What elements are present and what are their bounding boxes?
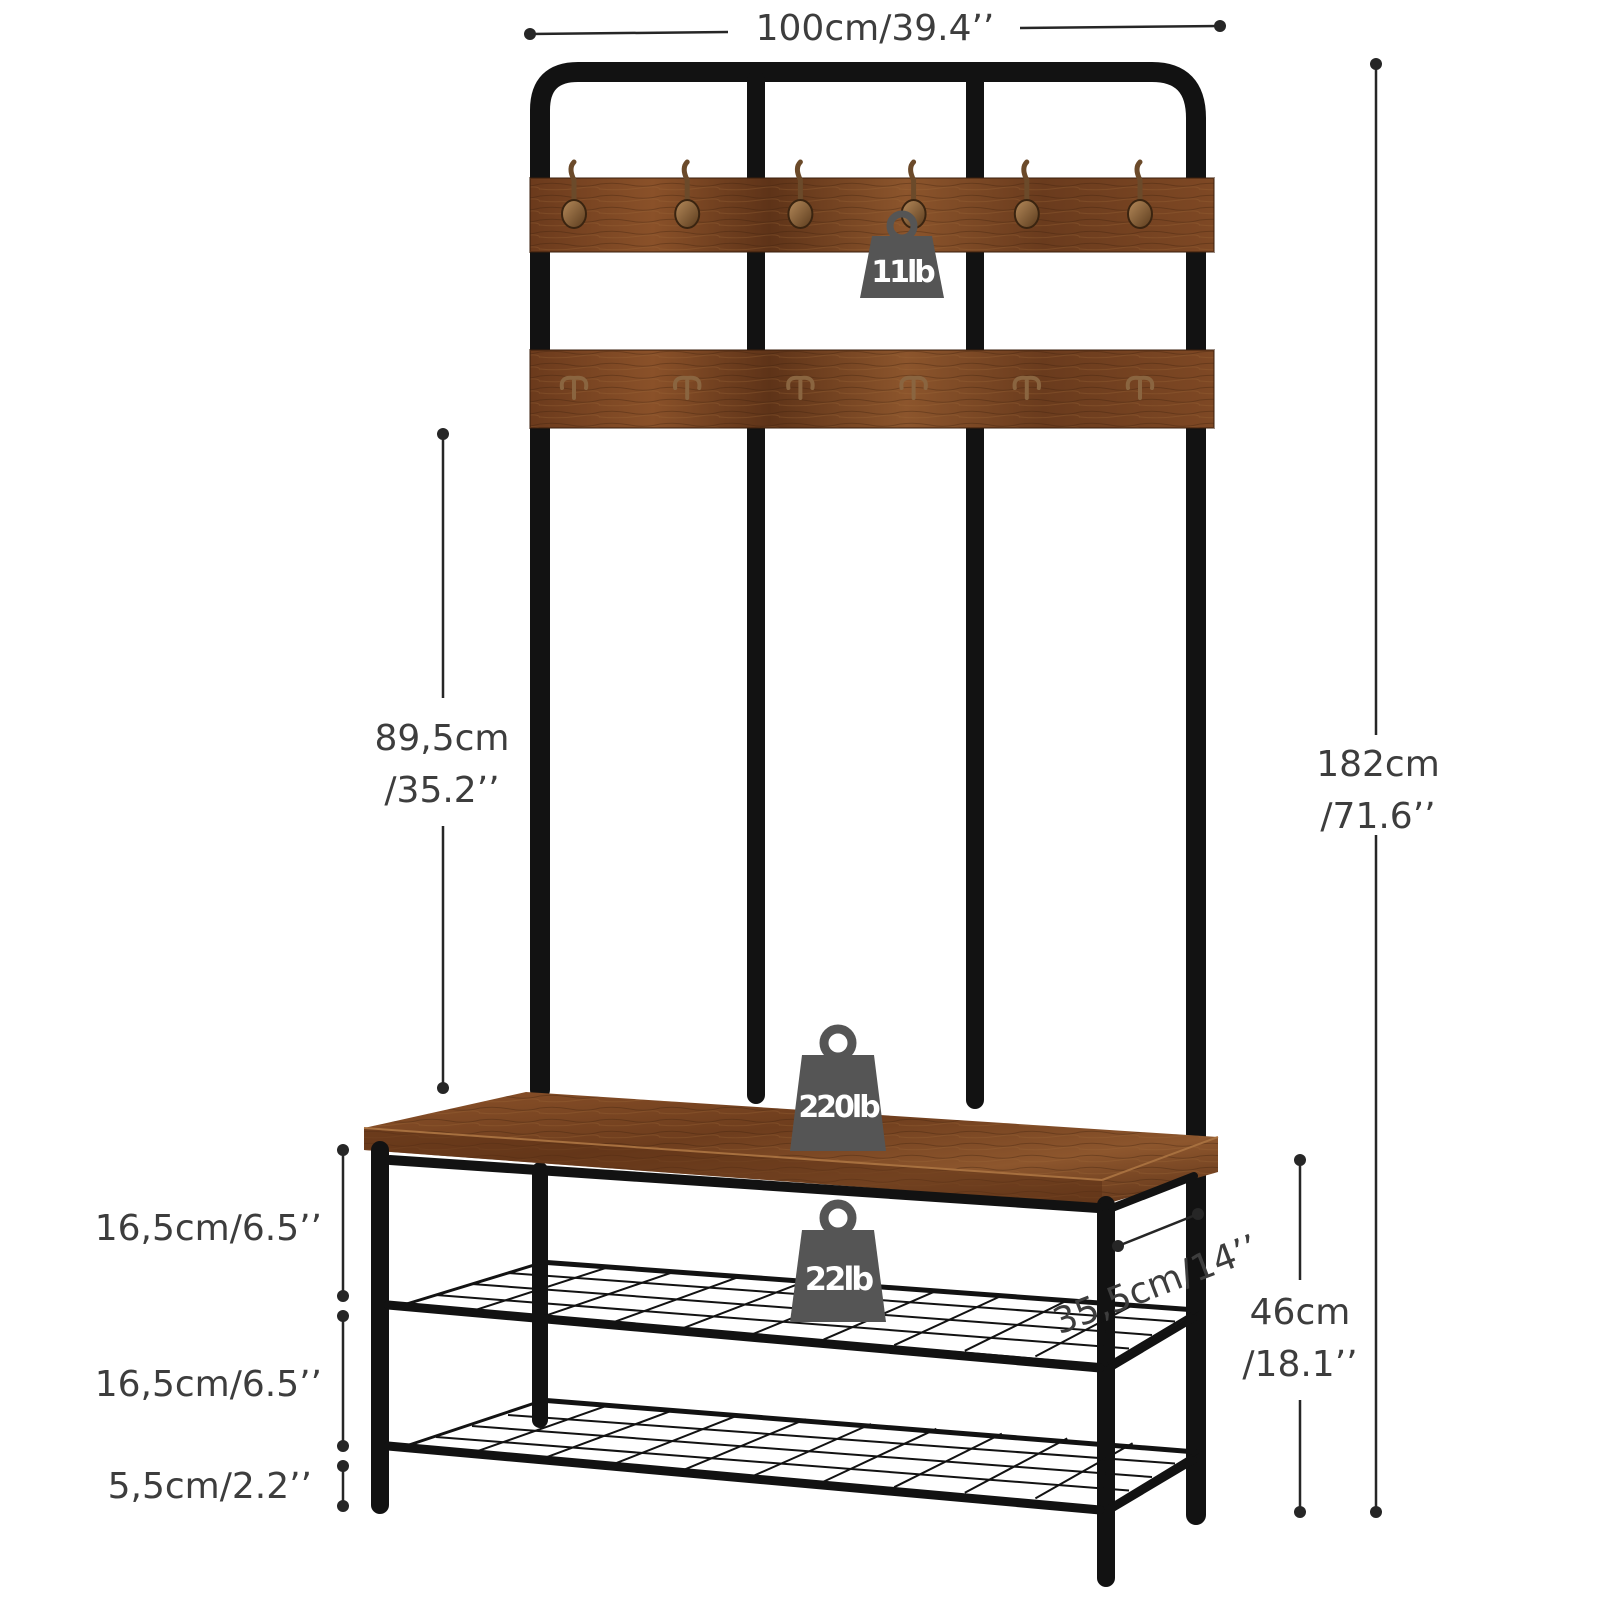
wire-rod	[435, 1436, 1130, 1492]
depth-label: 35,5cm/14’’	[1048, 1227, 1264, 1343]
seat-front-rail	[385, 1155, 1103, 1213]
total-height-cm: 182cm	[1316, 744, 1440, 785]
coat-hook	[674, 159, 701, 229]
wire-rod	[893, 1432, 1003, 1489]
coat-hook	[1013, 159, 1040, 229]
weight-icon	[790, 1024, 886, 1151]
bench-height-in: /18.1’’	[1242, 1344, 1357, 1385]
wire-rod	[823, 1427, 937, 1483]
gap-upper-label: 16,5cm/6.5’’	[95, 1208, 322, 1249]
dimension-bench-height: 46cm /18.1’’	[1242, 1154, 1358, 1518]
upper-height-in: /35.2’’	[384, 770, 499, 811]
wire-rod	[507, 1414, 1176, 1465]
wire-rod	[964, 1437, 1068, 1494]
small-hook	[899, 375, 928, 400]
bench-height-cm: 46cm	[1250, 1292, 1351, 1333]
dimension-depth: 35,5cm/14’’	[1048, 1208, 1264, 1343]
small-hook	[1125, 375, 1155, 400]
width-label: 100cm/39.4’’	[756, 8, 995, 49]
upper-height-cm: 89,5cm	[374, 718, 509, 759]
floor-clearance-label: 5,5cm/2.2’’	[108, 1466, 312, 1507]
shoe-shelf-lower	[383, 1397, 1203, 1515]
seat-side-rail	[1108, 1172, 1198, 1212]
load-label-seat: 220lb	[798, 1090, 880, 1125]
gap-lower-label: 16,5cm/6.5’’	[95, 1364, 322, 1405]
wire-rod	[470, 1403, 610, 1455]
outer-frame-tube	[530, 62, 1206, 1525]
load-label-hooks: 11lb	[871, 255, 935, 290]
wire-rod	[540, 1408, 676, 1461]
wire-rod	[611, 1413, 741, 1466]
wire-rod	[1034, 1442, 1134, 1500]
dimension-width: 100cm/39.4’’	[524, 8, 1226, 49]
wire-rod	[752, 1423, 872, 1477]
total-height-in: /71.6’’	[1320, 796, 1435, 837]
load-badge-shelf: 22lb	[790, 1199, 886, 1322]
small-hook	[672, 375, 702, 400]
wire-rod	[435, 1294, 1130, 1350]
load-badge-hooks: 11lb	[860, 210, 944, 298]
small-hook	[559, 375, 589, 400]
wire-rod	[471, 1425, 1153, 1478]
coat-hook	[787, 159, 814, 229]
load-label-shelf: 22lb	[805, 1260, 874, 1298]
top-hooks	[561, 159, 1153, 229]
small-hook	[1012, 375, 1042, 400]
coat-hook	[1127, 159, 1153, 229]
wire-rod	[682, 1418, 806, 1472]
load-badge-seat: 220lb	[790, 1024, 886, 1151]
dimension-total-height: 182cm /71.6’’	[1316, 58, 1440, 1518]
dimension-upper-height: 89,5cm /35.2’’	[374, 428, 510, 1094]
weight-icon	[860, 210, 944, 298]
coat-hook	[561, 159, 587, 229]
lower-hooks	[559, 375, 1155, 400]
dimension-shelf-spacing: 16,5cm/6.5’’ 16,5cm/6.5’’ 5,5cm/2.2’’	[95, 1144, 349, 1512]
small-hook	[786, 375, 815, 400]
bench-frame	[371, 1141, 1198, 1587]
weight-icon	[790, 1199, 886, 1322]
hook-rail-lower	[529, 349, 1215, 429]
